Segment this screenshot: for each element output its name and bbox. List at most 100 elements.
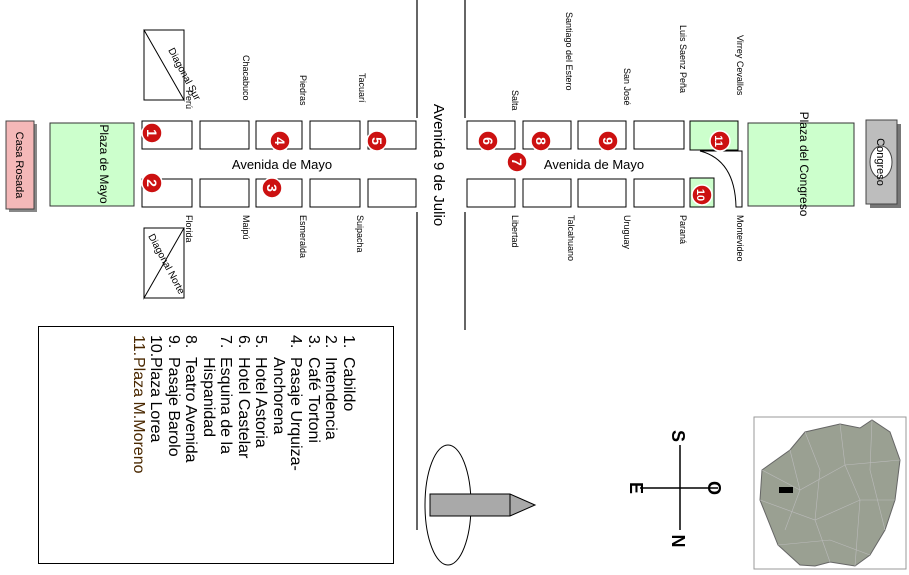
diagonal-sur[interactable]: Diagonal Sur (143, 29, 203, 103)
street-label: Tacuarí (357, 73, 367, 103)
marker-circle (141, 172, 163, 194)
street-labels-bottom: Florida Maipú Esmeralda Suipacha Liberta… (184, 215, 745, 262)
marker-circle (530, 130, 552, 152)
legend-item: 8.Teatro Avenida (182, 335, 200, 565)
poi-marker-10[interactable]: 10 (691, 184, 713, 206)
legend-item: 0.Hispanidad (200, 335, 217, 565)
marker-circle (506, 151, 528, 173)
legend-item-text: Hispanidad (200, 357, 217, 438)
poi-marker-11[interactable]: 11 (709, 130, 731, 152)
poi-marker-2[interactable]: 2 (141, 172, 163, 194)
legend-item: 11.Plaza M.Moreno (130, 335, 147, 565)
legend-item: 3.Café Tortoni (305, 335, 322, 565)
casa-rosada-label: Casa Rosada (13, 132, 25, 200)
block (367, 178, 417, 208)
marker-number: 5 (369, 137, 385, 145)
legend-item: 5. Hotel Astoria (252, 335, 270, 565)
legend-item: 2.Intendencia (322, 335, 340, 565)
street-label: Perú (184, 90, 194, 109)
legend-item-text: Teatro Avenida (182, 357, 200, 463)
poi-marker-4[interactable]: 4 (269, 130, 291, 152)
marker-circle (709, 130, 731, 152)
marker-circle (691, 184, 713, 206)
legend-item-number: 1. (340, 335, 357, 349)
poi-marker-9[interactable]: 9 (597, 130, 619, 152)
legend-item: 9.Pasaje Barolo (165, 335, 182, 565)
street-label: Paraná (678, 215, 688, 244)
marker-number: 6 (480, 137, 496, 145)
location-marker (779, 487, 793, 493)
legend-item-number: 5. (252, 335, 270, 349)
street-label: Luis Saenz Peña (678, 25, 688, 93)
legend-item: 0.Anchorena (270, 335, 287, 565)
legend-item-text: Hotel Astoria (252, 357, 270, 448)
diagonal-norte[interactable]: Diagonal Norte (143, 227, 187, 300)
poi-marker-8[interactable]: 8 (530, 130, 552, 152)
street-label: Chacabuco (241, 55, 251, 101)
marker-number: 7 (509, 158, 525, 166)
compass-east-label: E (626, 482, 646, 494)
legend-item-number: 9. (165, 335, 182, 349)
marker-number: 11 (712, 135, 724, 147)
legend-item-number: 7. (217, 335, 235, 349)
street-label: Esmeralda (298, 215, 308, 258)
compass-north-label: N (668, 535, 688, 548)
legend-item: 10.Plaza Lorea (147, 335, 165, 565)
marker-number: 4 (272, 137, 288, 145)
avenida-de-mayo-label-west: Avenida de Mayo (232, 157, 332, 172)
legend-item-number: 3. (305, 335, 322, 349)
street-label: Montevideo (735, 215, 745, 262)
legend-item-text: Esquina de la (217, 357, 235, 454)
marker-circle (597, 130, 619, 152)
poi-marker-3[interactable]: 3 (261, 177, 283, 199)
curved-street-corner (699, 150, 743, 208)
plaza-de-mayo[interactable]: Plaza de Mayo (49, 122, 135, 207)
plaza-del-congreso[interactable]: Plaza del Congreso (747, 112, 855, 217)
street-label: Virrey Cevallos (735, 35, 745, 96)
legend-item: 7. Esquina de la (217, 335, 235, 565)
street-label: Maipú (241, 215, 251, 240)
congreso-building[interactable]: Congreso (865, 119, 901, 208)
legend-item-number: 6. (235, 335, 252, 349)
compass-rose: S N E O (626, 430, 724, 548)
block (309, 120, 361, 150)
marker-circle (261, 177, 283, 199)
legend-item-number: 10. (147, 335, 165, 358)
legend-item-text: Pasaje Urquiza- (287, 357, 305, 471)
legend-item-text: Plaza Lorea (147, 357, 165, 443)
poi-marker-6[interactable]: 6 (477, 130, 499, 152)
avenida-de-mayo-label-east: Avenida de Mayo (544, 157, 644, 172)
poi-marker-5[interactable]: 5 (366, 130, 388, 152)
poi-marker-1[interactable]: 1 (141, 122, 163, 144)
marker-circle (477, 130, 499, 152)
marker-number: 2 (144, 179, 160, 187)
block (522, 178, 572, 208)
marker-number: 9 (600, 137, 616, 145)
street-label: Talcahuano (566, 215, 576, 261)
legend-item-number: 11. (130, 335, 147, 357)
avenida-9-de-julio-label: Avenida 9 de Julio (430, 104, 447, 226)
obelisk-icon[interactable] (424, 444, 537, 566)
marker-number: 10 (694, 189, 706, 201)
legend-item-text: Cabildo (340, 357, 357, 412)
legend-item: 4. Pasaje Urquiza- (287, 335, 305, 565)
street-label: Suipacha (355, 215, 365, 253)
poi-marker-7[interactable]: 7 (506, 151, 528, 173)
dome-icon (869, 145, 893, 179)
marker-circle (141, 122, 163, 144)
casa-rosada[interactable]: Casa Rosada (5, 120, 37, 212)
block (199, 120, 250, 150)
street-labels-top: Perú Chacabuco Piedras Tacuarí Salta San… (184, 12, 745, 111)
avenida-9-de-julio: Avenida 9 de Julio (416, 0, 466, 530)
plaza-del-congreso-label: Plaza del Congreso (797, 112, 811, 217)
legend-item-text: Intendencia (322, 357, 340, 440)
block (466, 178, 516, 208)
legend-item-text: Hotel Castelar (235, 357, 252, 459)
block (633, 178, 685, 208)
poi-markers: 1 2 3 4 5 6 78 9 10 11 (141, 122, 731, 206)
legend-item-number: 4. (287, 335, 305, 349)
marker-circle (366, 130, 388, 152)
street-label: Libertad (510, 215, 520, 248)
street-label: Salta (510, 90, 520, 111)
